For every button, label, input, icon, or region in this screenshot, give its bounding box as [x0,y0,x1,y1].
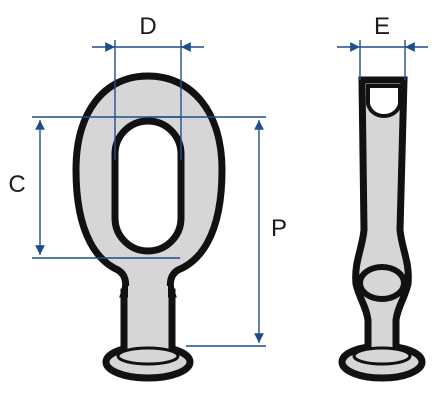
side-view [338,76,426,382]
dimension-labels: D E C P [8,13,390,242]
front-view [72,72,226,382]
label-d: D [139,13,156,40]
front-shank [120,288,176,360]
side-top-hole [366,84,402,118]
front-seam-cover [128,286,168,300]
front-base-top [116,346,180,366]
label-c: C [8,171,25,198]
front-eye-slot [111,117,185,255]
side-base-top [352,346,412,366]
dimension-lines [32,40,428,347]
side-neck-bulb [357,264,407,302]
label-p: P [271,215,287,242]
label-e: E [374,13,390,40]
side-body [352,76,412,358]
